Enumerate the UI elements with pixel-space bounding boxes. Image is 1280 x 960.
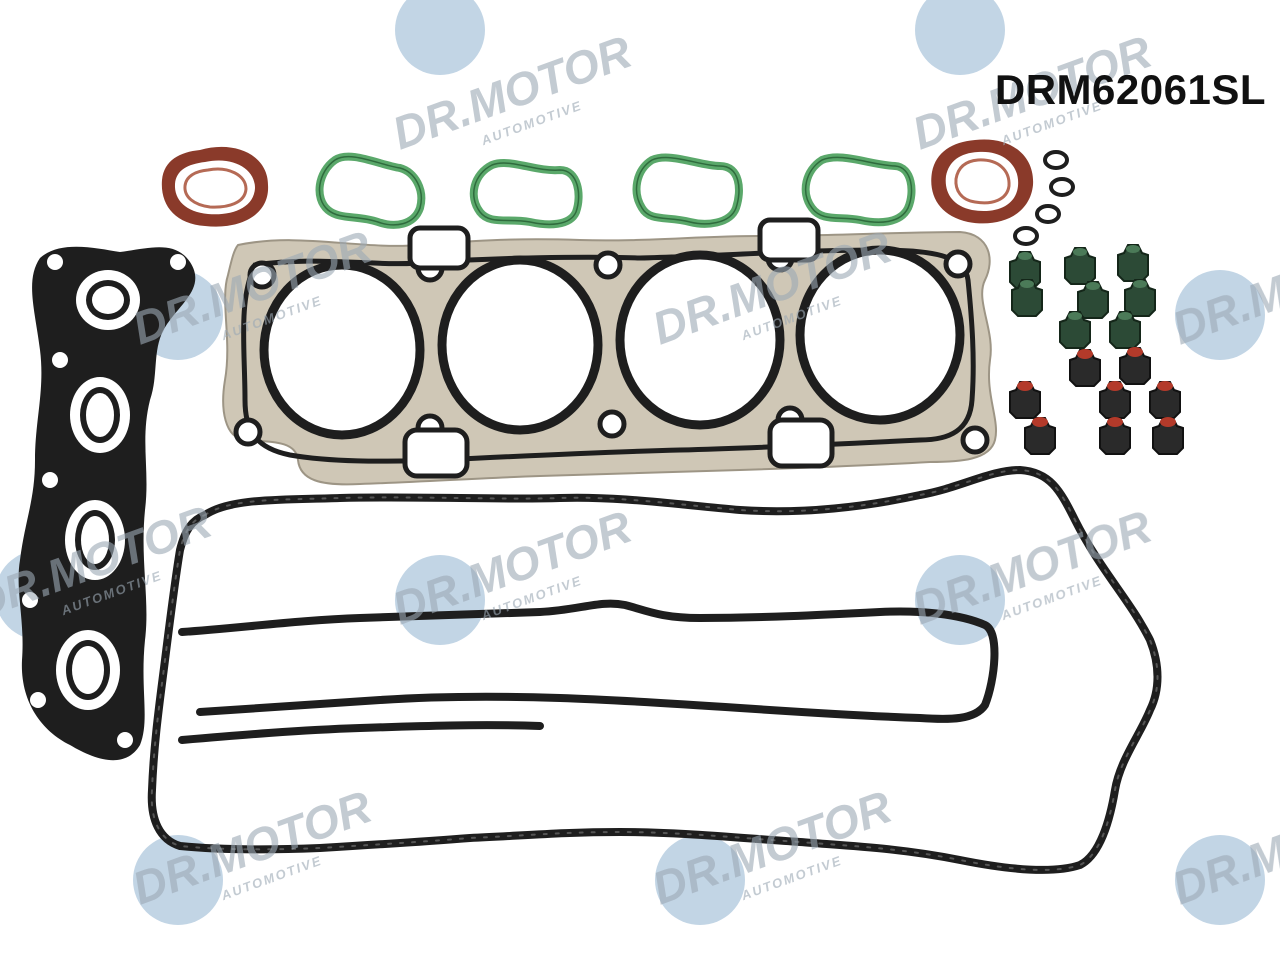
port-hole xyxy=(81,516,109,564)
crankshaft-seal-left xyxy=(161,146,269,227)
watermark-circle xyxy=(655,835,745,925)
intake-manifold-gasket xyxy=(18,246,196,761)
watermark-circle xyxy=(915,0,1005,75)
bolt-hole xyxy=(117,732,133,748)
bolt-hole xyxy=(170,254,186,270)
watermark-circle xyxy=(395,555,485,645)
port-hole xyxy=(72,646,104,694)
watermark-brand: DR.MOTOR xyxy=(1166,780,1280,914)
intake-port-gaskets xyxy=(315,152,916,229)
cylinder-head-gasket xyxy=(222,217,997,486)
port-hole xyxy=(92,286,124,314)
valve-seal-green xyxy=(1077,281,1109,319)
product-code-label: DRM62061SL xyxy=(994,66,1266,113)
valve-seal-green xyxy=(1011,279,1043,317)
bolt-hole xyxy=(30,692,46,708)
valve-seal-green xyxy=(1124,279,1156,317)
bolt-hole xyxy=(47,254,63,270)
watermark-circle xyxy=(395,0,485,75)
valve-cover-gasket xyxy=(147,466,1162,874)
watermark-brand: DR.MOTOR xyxy=(1166,220,1280,354)
crankshaft-seal-right xyxy=(931,139,1034,224)
bolt-hole xyxy=(42,472,58,488)
cylinder-bore-2 xyxy=(437,255,603,435)
valve-stem-seals xyxy=(1009,244,1184,455)
port-hole xyxy=(86,393,114,437)
bolt-hole xyxy=(22,592,38,608)
bolt-hole xyxy=(52,352,68,368)
watermark-circle xyxy=(1175,270,1265,360)
cylinder-bore-1 xyxy=(259,260,425,440)
small-o-rings xyxy=(1013,150,1075,246)
watermark-circle xyxy=(1175,835,1265,925)
valve-seal-green xyxy=(1059,311,1091,349)
watermark-circle xyxy=(133,835,223,925)
